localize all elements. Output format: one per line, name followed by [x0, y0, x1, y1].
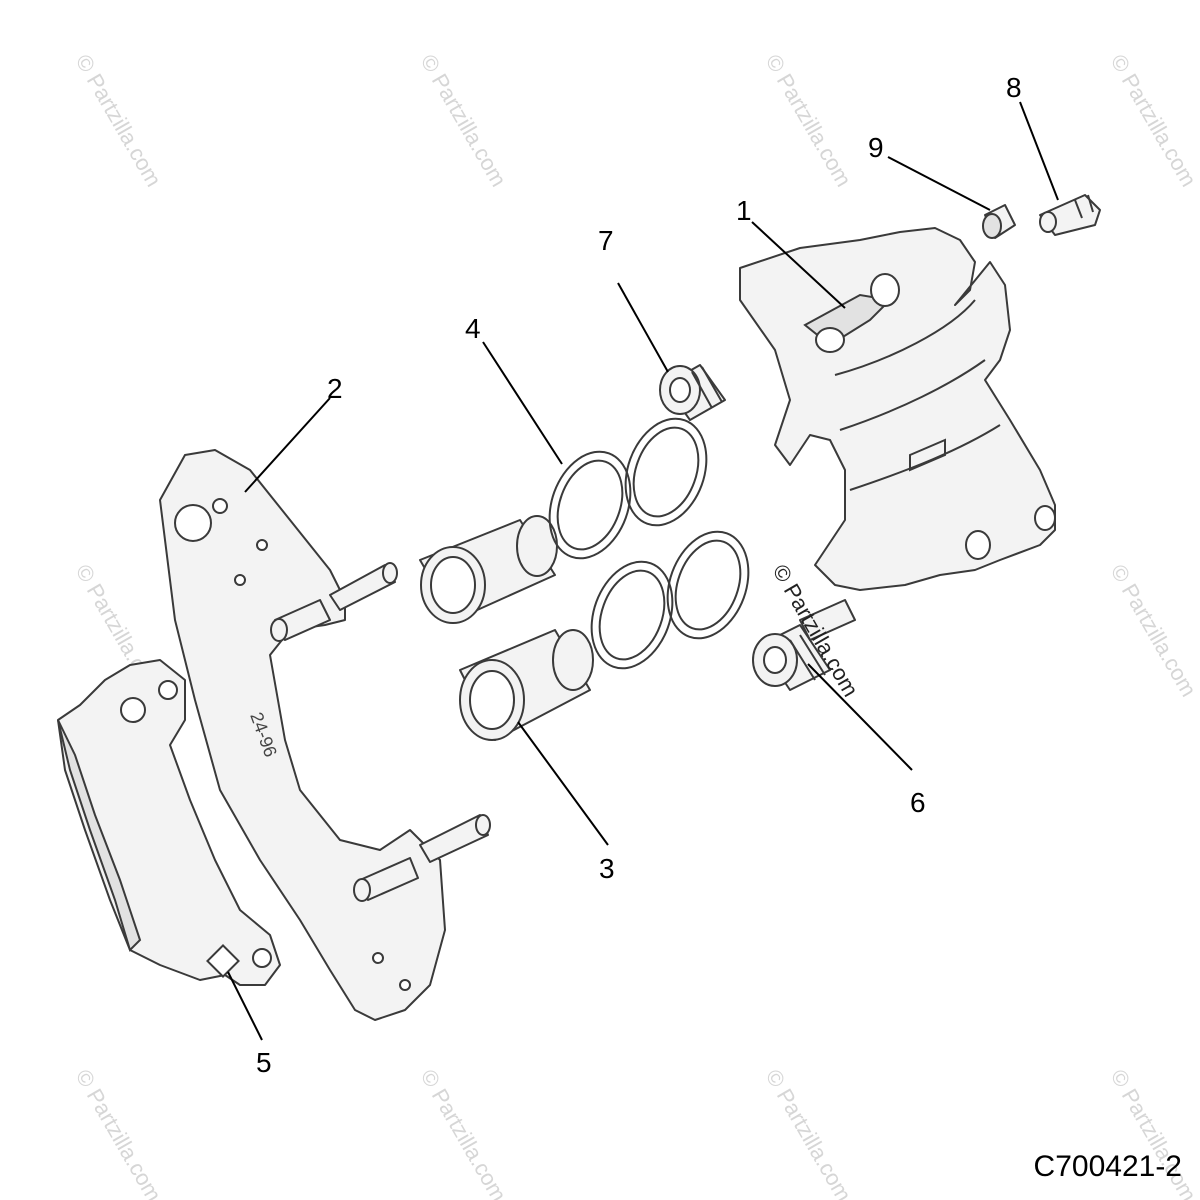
callout-7: 7 [598, 225, 614, 256]
slide-boot-upper [659, 364, 726, 421]
callout-3: 3 [599, 853, 615, 884]
watermark: © Partzilla.com [761, 50, 857, 191]
callout-6: 6 [910, 787, 926, 818]
callout-1: 1 [736, 195, 752, 226]
piston-upper [419, 515, 558, 624]
diagram-code: C700421-2 [1033, 1150, 1182, 1183]
brake-pad [57, 659, 281, 986]
callout-2: 2 [327, 373, 343, 404]
bleeder-cap [982, 204, 1016, 239]
callout-4: 4 [465, 313, 481, 344]
watermark: © Partzilla.com [71, 50, 167, 191]
caliper-mounting-bracket: 24-96 [159, 449, 491, 1021]
leader-lines [227, 101, 1059, 1041]
watermark: © Partzilla.com [416, 50, 512, 191]
piston-lower [459, 629, 594, 741]
callout-labels: 1 2 3 4 5 6 7 8 9 [256, 72, 1022, 1078]
callout-8: 8 [1006, 72, 1022, 103]
watermark: © Partzilla.com [1106, 50, 1200, 191]
watermark: © Partzilla.com [71, 1065, 167, 1200]
callout-9: 9 [868, 132, 884, 163]
slide-bushing-lower [752, 599, 856, 691]
piston-seals [548, 417, 750, 670]
caliper-body [739, 227, 1056, 591]
bleeder-screw [1039, 194, 1101, 236]
watermark: © Partzilla.com [416, 1065, 512, 1200]
callout-5: 5 [256, 1047, 272, 1078]
watermark: © Partzilla.com [1106, 560, 1200, 701]
watermark: © Partzilla.com [761, 1065, 857, 1200]
